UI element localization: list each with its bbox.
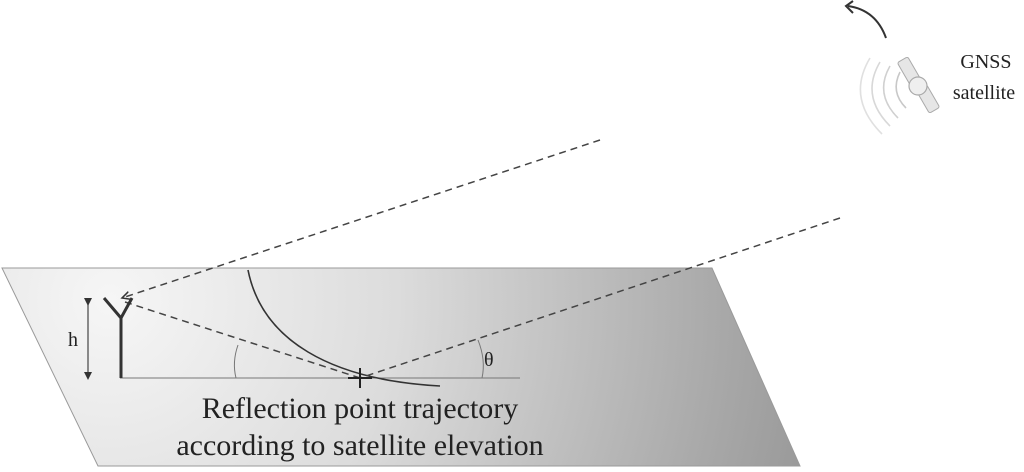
incident-ray (359, 217, 841, 379)
angle-label: θ (484, 349, 494, 371)
angle-arc-left (233, 344, 239, 379)
trajectory-curve (247, 269, 441, 387)
satellite-label-line-2: satellite (953, 82, 1015, 104)
orbit-arrowhead (844, 0, 854, 14)
height-label: h (68, 329, 78, 351)
satellite-label-line-1: GNSS (960, 51, 1011, 73)
ground-plane (1, 267, 801, 467)
orbit-arrow (847, 5, 887, 39)
reflected-ray (124, 301, 361, 379)
caption-line-1: Reflection point trajectory (202, 392, 519, 425)
antenna-icon (102, 297, 134, 378)
angle-arc-right (477, 339, 484, 379)
satellite-icon (859, 56, 940, 135)
caption-line-2: according to satellite elevation (176, 429, 543, 462)
reflection-point (348, 368, 372, 388)
